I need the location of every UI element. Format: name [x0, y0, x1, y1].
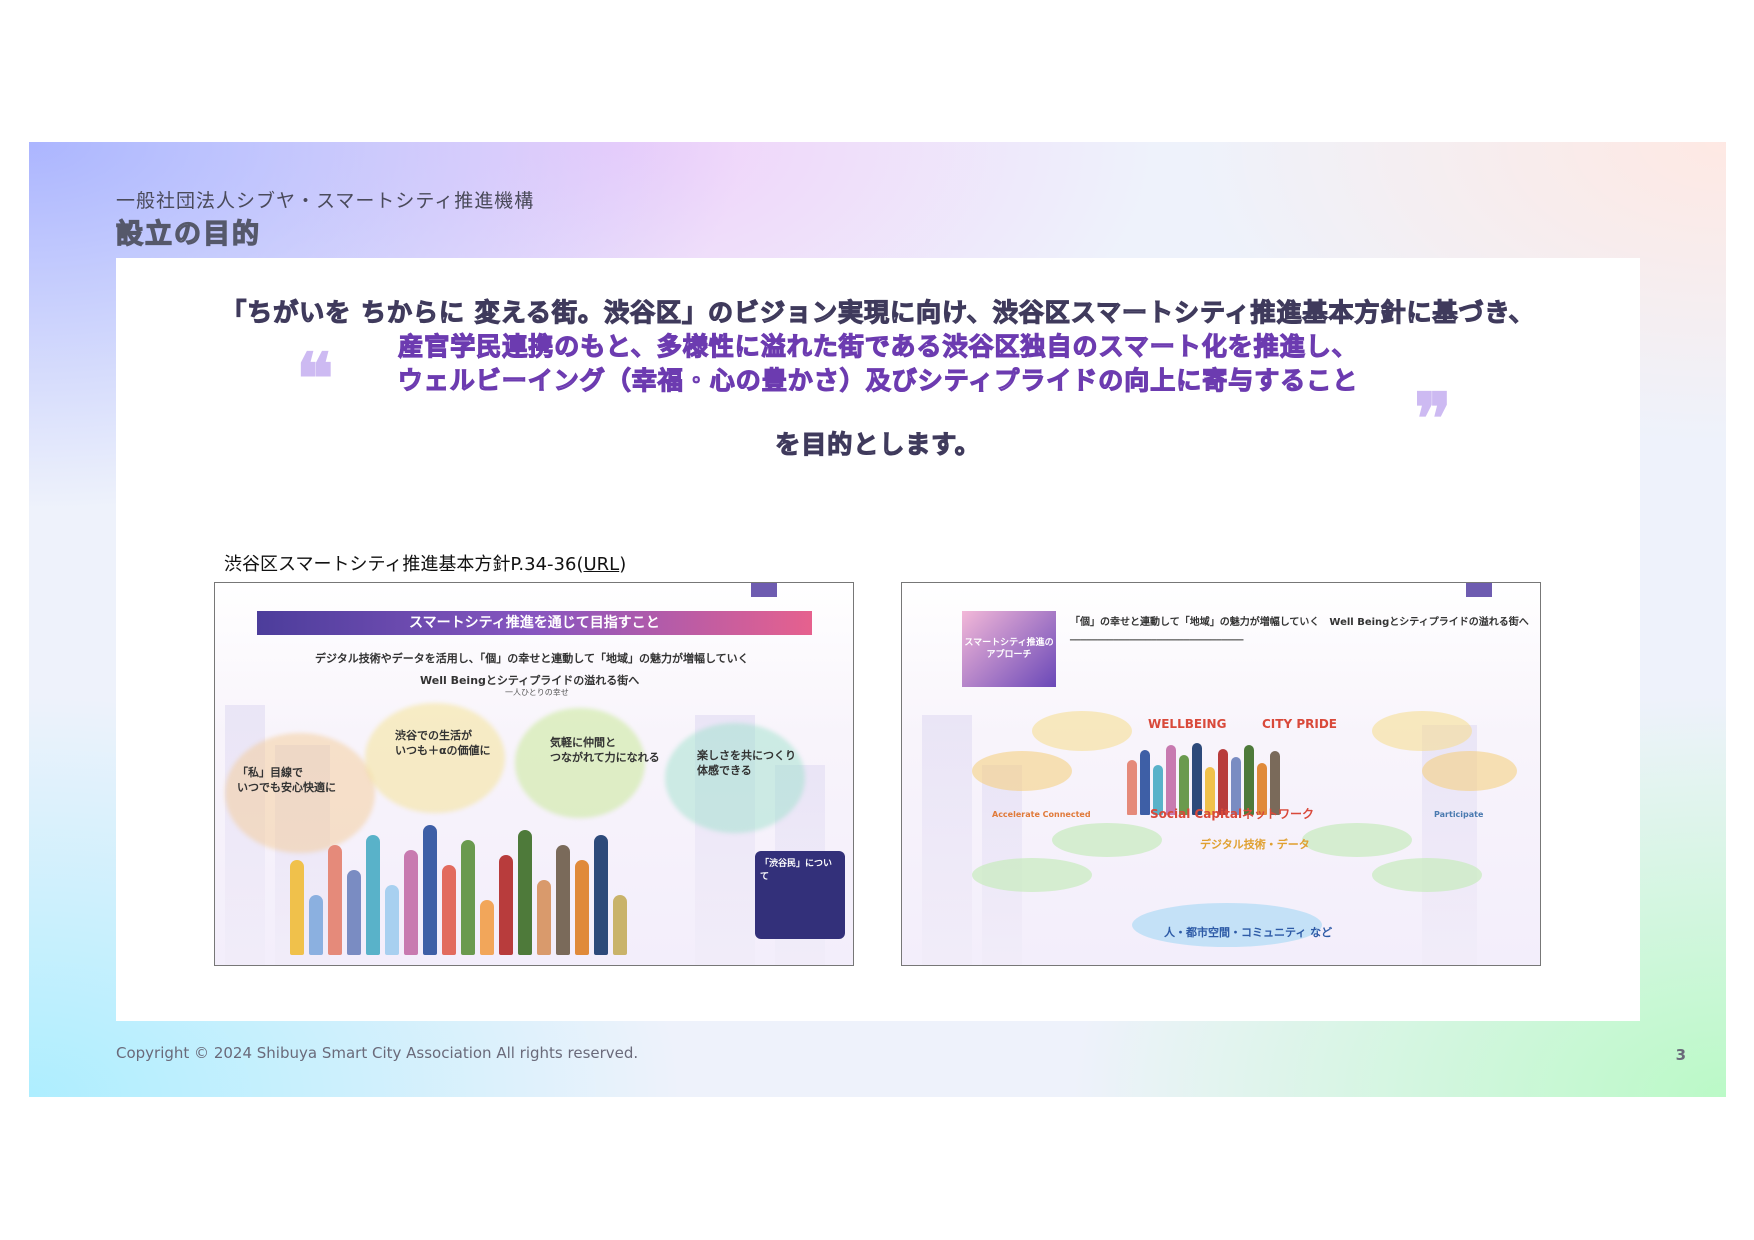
tag-3 — [1372, 711, 1472, 751]
citypride-label: CITY PRIDE — [1262, 717, 1337, 731]
wellbeing-label: WELLBEING — [1148, 717, 1227, 731]
people-illustration-2 — [1127, 735, 1280, 815]
slide: 一般社団法人シブヤ・スマートシティ推進機構 設立の目的 ❝ ❞ 「ちがいを ちか… — [29, 142, 1726, 1097]
image2-body: ━━━━━━━━━━━━━━━━━━━━━━━━━━━━━━━━ — [1070, 636, 1244, 646]
copyright: Copyright © 2024 Shibuya Smart City Asso… — [116, 1044, 639, 1062]
tag-5 — [1052, 823, 1162, 857]
open-quote-icon: ❝ — [296, 337, 334, 420]
reference-text: 渋谷区スマートシティ推進基本方針P.34-36( — [224, 554, 584, 575]
image1-item-3: 気軽に仲間と つながれて力になれる — [550, 736, 660, 764]
accelerate-label: Accelerate Connected — [992, 810, 1091, 819]
vision-line-1: 「ちがいを ちからに 変える街。渋谷区」のビジョン実現に向け、渋谷区スマートシテ… — [221, 297, 1535, 327]
people-illustration — [290, 815, 627, 955]
corner-mark — [751, 583, 777, 597]
image1-banner: スマートシティ推進を通じて目指すこと — [257, 611, 812, 635]
image1-heading-1: デジタル技術やデータを活用し、「個」の幸せと連動して「地域」の魅力が増幅していく — [315, 652, 749, 665]
assets-label: 人・都市空間・コミュニティ など — [1164, 926, 1333, 939]
policy-image-1: スマートシティ推進を通じて目指すこと デジタル技術やデータを活用し、「個」の幸せ… — [214, 582, 854, 966]
participate-label: Participate — [1434, 810, 1484, 819]
close-quote-icon: ❞ — [1414, 377, 1452, 460]
reference-text-end: ) — [619, 554, 627, 575]
about-box-title: 「渋谷民」について — [760, 859, 833, 882]
tag-7 — [972, 858, 1092, 892]
reference-caption: 渋谷区スマートシティ推進基本方針P.34-36(URL) — [224, 550, 626, 576]
image1-item-2: 渋谷での生活が いつも＋αの価値に — [395, 729, 491, 757]
vision-line-2: 産官学民連携のもと、多様性に溢れた街である渋谷区独自のスマート化を推進し、 — [398, 331, 1358, 361]
assets-ellipse — [1132, 903, 1322, 947]
content-panel: ❝ ❞ 「ちがいを ちからに 変える街。渋谷区」のビジョン実現に向け、渋谷区スマ… — [116, 258, 1640, 1021]
image1-item-4: 楽しさを共につくり 体感できる — [697, 749, 796, 777]
page-title: 設立の目的 — [115, 218, 261, 250]
image1-sub: 一人ひとりの幸せ — [505, 688, 569, 697]
social-capital-label: Social Capitalネットワーク — [1150, 807, 1315, 821]
image1-item-1: 「私」目線で いつでも安心快適に — [237, 766, 336, 794]
vision-statement: 「ちがいを ちからに 変える街。渋谷区」のビジョン実現に向け、渋谷区スマートシテ… — [176, 296, 1580, 462]
tag-8 — [1372, 858, 1482, 892]
organization-name: 一般社団法人シブヤ・スマートシティ推進機構 — [116, 190, 535, 212]
digital-label: デジタル技術・データ — [1200, 838, 1310, 851]
tag-6 — [1302, 823, 1412, 857]
tag-1 — [972, 751, 1072, 791]
image2-heading: 「個」の幸せと連動して「地域」の魅力が増幅していく Well Beingとシティ… — [1070, 617, 1529, 628]
tag-4 — [1422, 751, 1517, 791]
policy-image-2: スマートシティ推進の アプローチ 「個」の幸せと連動して「地域」の魅力が増幅して… — [901, 582, 1541, 966]
tag-2 — [1032, 711, 1132, 751]
corner-mark-2 — [1466, 583, 1492, 597]
image1-heading-2: Well Beingとシティプライドの溢れる街へ — [420, 674, 640, 687]
page-number: 3 — [1675, 1046, 1686, 1064]
vision-line-4: を目的とします。 — [775, 429, 981, 459]
approach-box: スマートシティ推進の アプローチ — [962, 611, 1056, 687]
vision-line-3: ウェルビーイング（幸福・心の豊かさ）及びシティプライドの向上に寄与すること — [397, 365, 1359, 395]
url-link[interactable]: URL — [583, 554, 620, 575]
about-box: 「渋谷民」について — [755, 851, 845, 939]
